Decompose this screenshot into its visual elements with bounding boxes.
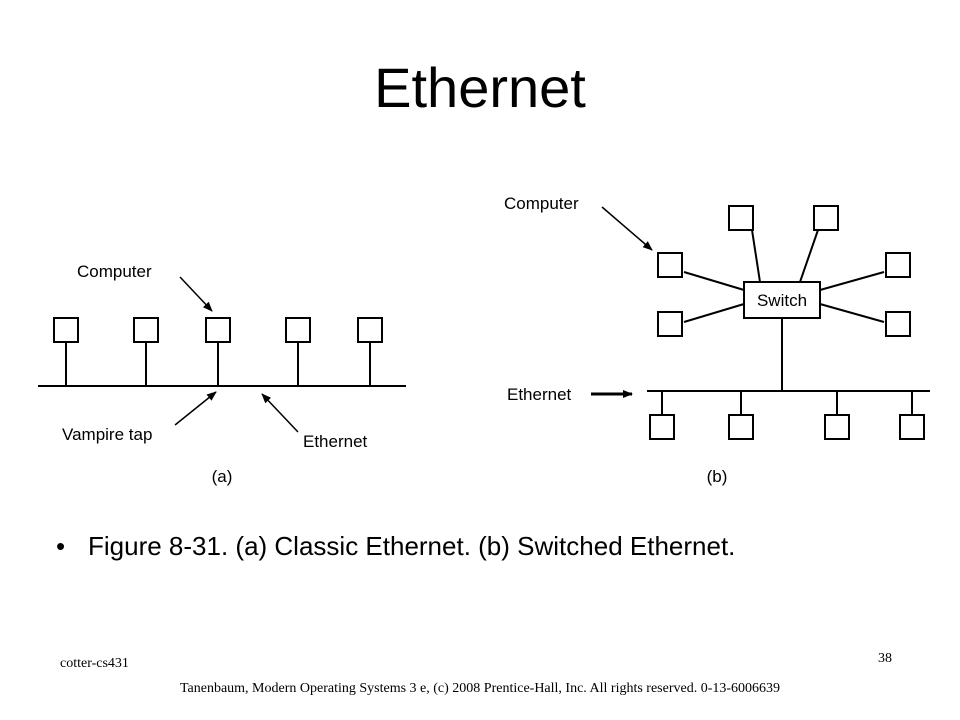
figure-caption-bullet: • Figure 8-31. (a) Classic Ethernet. (b) … (56, 528, 735, 564)
switched-computer (657, 311, 683, 337)
ethernet-arrow-a (261, 393, 299, 433)
caption-b: (b) (707, 467, 728, 486)
vampire-tap-label: Vampire tap (62, 425, 152, 444)
switched-computer (885, 252, 911, 278)
computer-label-a: Computer (77, 262, 152, 281)
bullet-marker: • (56, 531, 66, 561)
classic-computer (133, 317, 159, 386)
vampire-tap-arrow (174, 391, 217, 426)
slide-number: 38 (878, 651, 892, 666)
computer-arrow-a (179, 276, 213, 312)
switched-computer (728, 205, 754, 231)
footer-course: cotter-cs431 (60, 656, 129, 671)
caption-a: (a) (212, 467, 233, 486)
bus-computer (824, 391, 850, 440)
switch-box: Switch (743, 281, 821, 319)
slide-title: Ethernet (374, 56, 586, 119)
computer-label-b: Computer (504, 194, 579, 213)
diagram-classic-ethernet: Computer Vampire tap Ethernet (a) (38, 262, 406, 486)
bus-computer (649, 391, 675, 440)
computer-arrow-b (601, 206, 653, 251)
classic-computer (205, 317, 231, 386)
bus-computer (728, 391, 754, 440)
switched-computer (813, 205, 839, 231)
classic-computer (285, 317, 311, 386)
classic-computer (53, 317, 79, 386)
ethernet-label-b: Ethernet (507, 385, 572, 404)
switch-label: Switch (757, 291, 807, 310)
ethernet-label-a: Ethernet (303, 432, 368, 451)
bus-computer (899, 391, 925, 440)
switched-computer (657, 252, 683, 278)
figure-caption-text: Figure 8-31. (a) Classic Ethernet. (b) S… (88, 531, 736, 561)
diagram-switched-ethernet: Switch (504, 194, 930, 486)
classic-computer (357, 317, 383, 386)
switched-computer (885, 311, 911, 337)
footer-copyright: Tanenbaum, Modern Operating Systems 3 e,… (179, 681, 781, 696)
